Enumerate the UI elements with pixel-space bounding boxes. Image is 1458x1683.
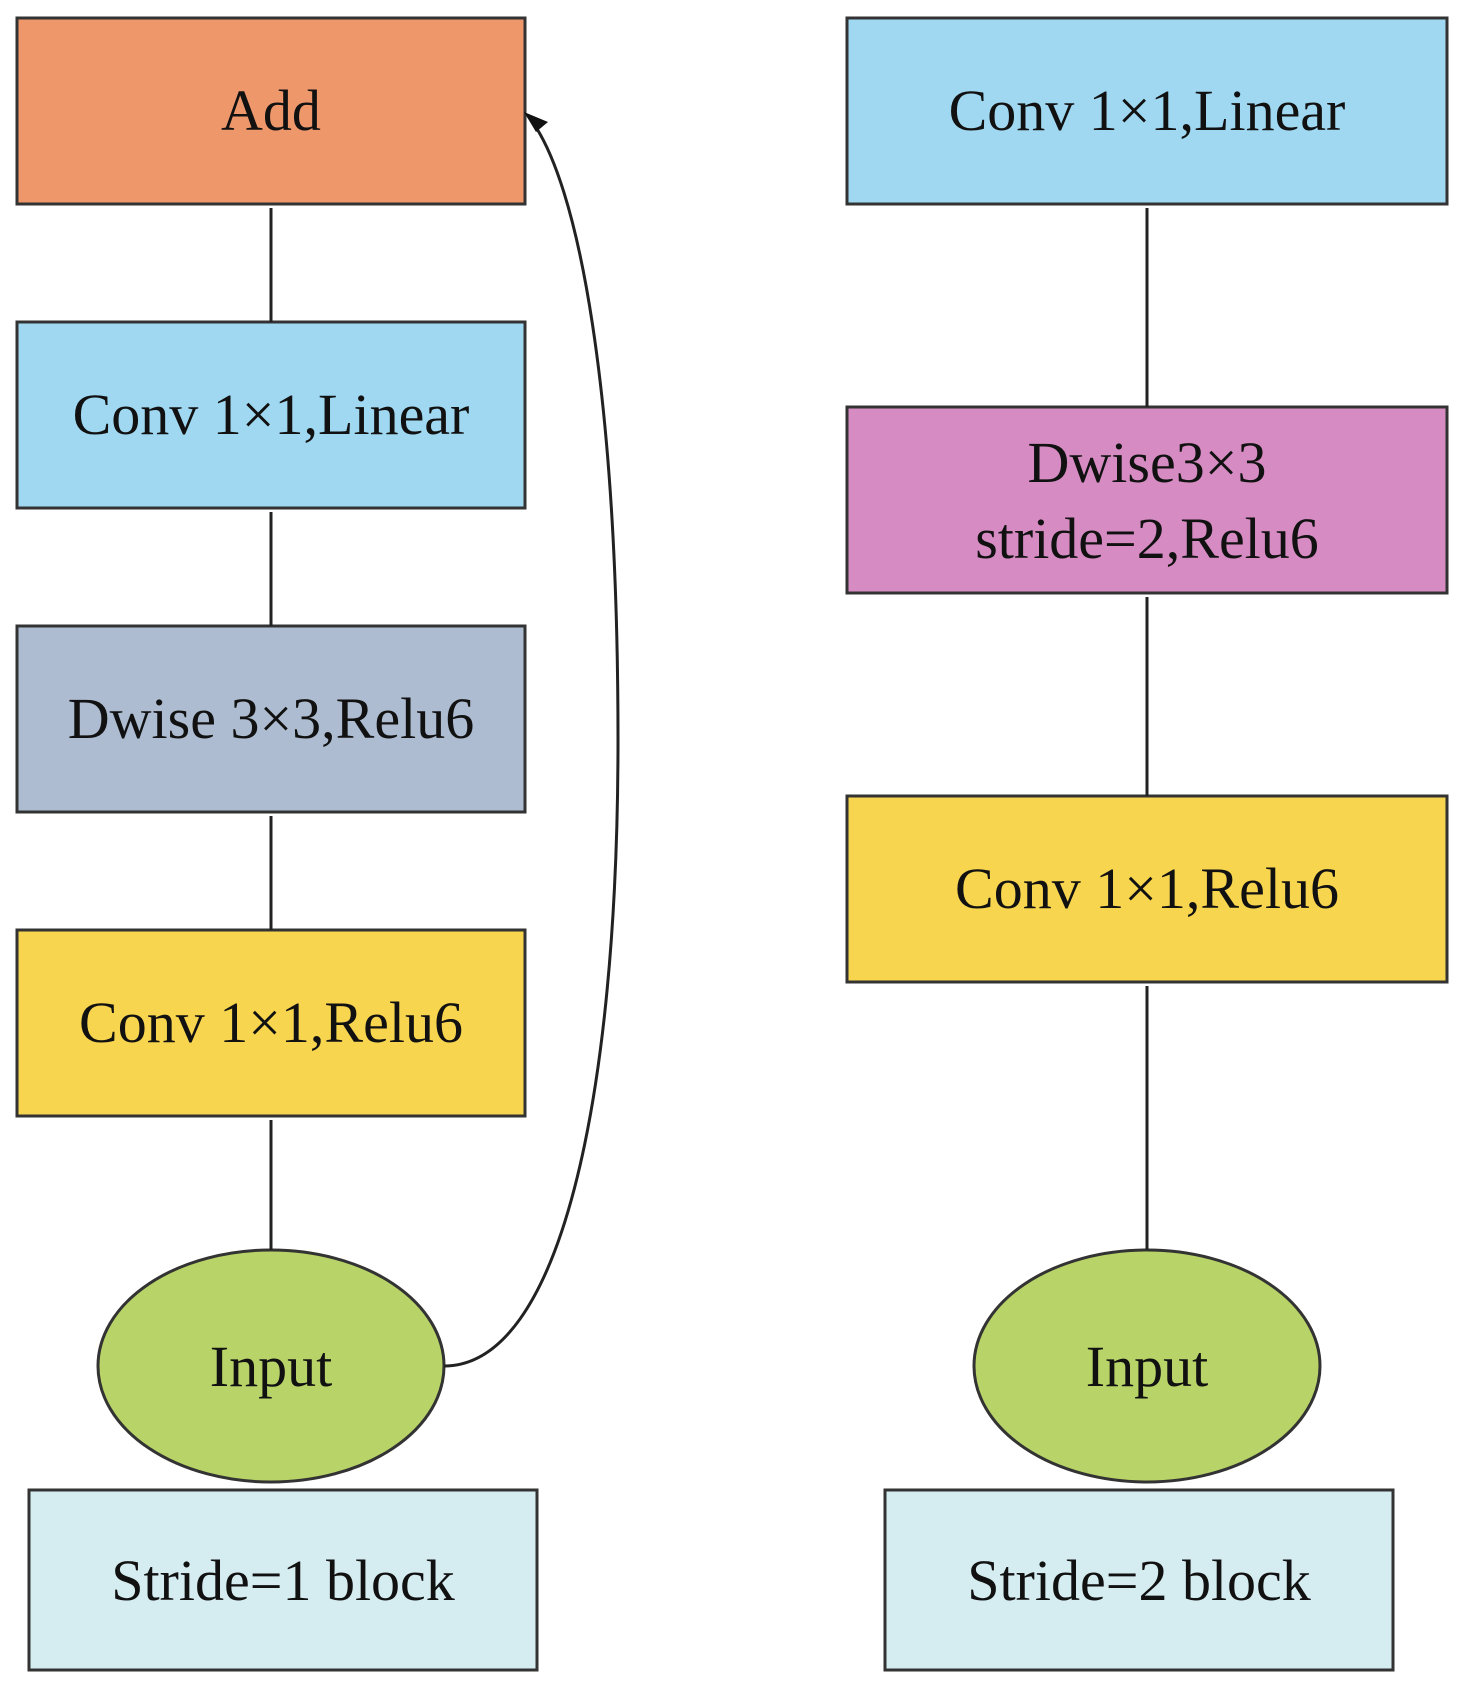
block-label-box (883, 1488, 1395, 1672)
conv-relu-label: Conv 1×1,Relu6 (79, 990, 463, 1055)
dwise-label: Dwise 3×3,Relu6 (68, 686, 474, 751)
conv-linear-box (15, 320, 527, 510)
conv-relu-label: Conv 1×1,Relu6 (955, 856, 1339, 921)
conv-relu-box (15, 928, 527, 1118)
skip-connection-arrowhead (524, 112, 548, 132)
add-box (15, 16, 527, 206)
conv-linear-label: Conv 1×1,Linear (73, 382, 470, 447)
conv-relu-box (845, 794, 1449, 984)
skip-connection-arrow (443, 115, 620, 1368)
stride-1-block: Add Conv 1×1,Linear Dwise 3×3,Relu6 Conv… (15, 16, 620, 1672)
input-label: Input (210, 1334, 332, 1399)
block-label: Stride=2 block (967, 1548, 1311, 1613)
stride-2-block: Conv 1×1,Linear Dwise3×3 stride=2,Relu6 … (845, 16, 1449, 1672)
add-label: Add (221, 78, 321, 143)
block-label-box (27, 1488, 539, 1672)
block-label: Stride=1 block (111, 1548, 455, 1613)
dwise-stride-label-line2: stride=2,Relu6 (975, 506, 1319, 571)
conv-linear-box (845, 16, 1449, 206)
input-label: Input (1086, 1334, 1208, 1399)
dwise-stride-label-line1: Dwise3×3 (1028, 430, 1267, 495)
conv-linear-label: Conv 1×1,Linear (949, 78, 1346, 143)
